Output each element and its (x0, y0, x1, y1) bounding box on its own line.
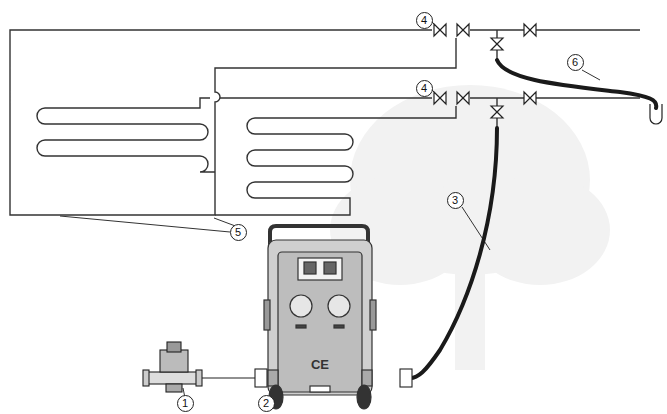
callout-number: 2 (258, 395, 275, 412)
callout-number: 6 (567, 54, 584, 71)
ce-mark: CE (309, 357, 331, 372)
callout-number: 1 (177, 395, 194, 412)
tree-watermark (330, 85, 610, 370)
valve-symbols (434, 24, 536, 118)
callout-number: 4 (416, 80, 433, 97)
callout-number: 5 (230, 224, 247, 241)
filling-machine (264, 226, 376, 409)
hoses (410, 60, 656, 378)
callout-number: 3 (447, 192, 464, 209)
callout-number: 4 (416, 12, 433, 29)
pipework (10, 22, 640, 398)
drain-outlet (650, 104, 662, 124)
